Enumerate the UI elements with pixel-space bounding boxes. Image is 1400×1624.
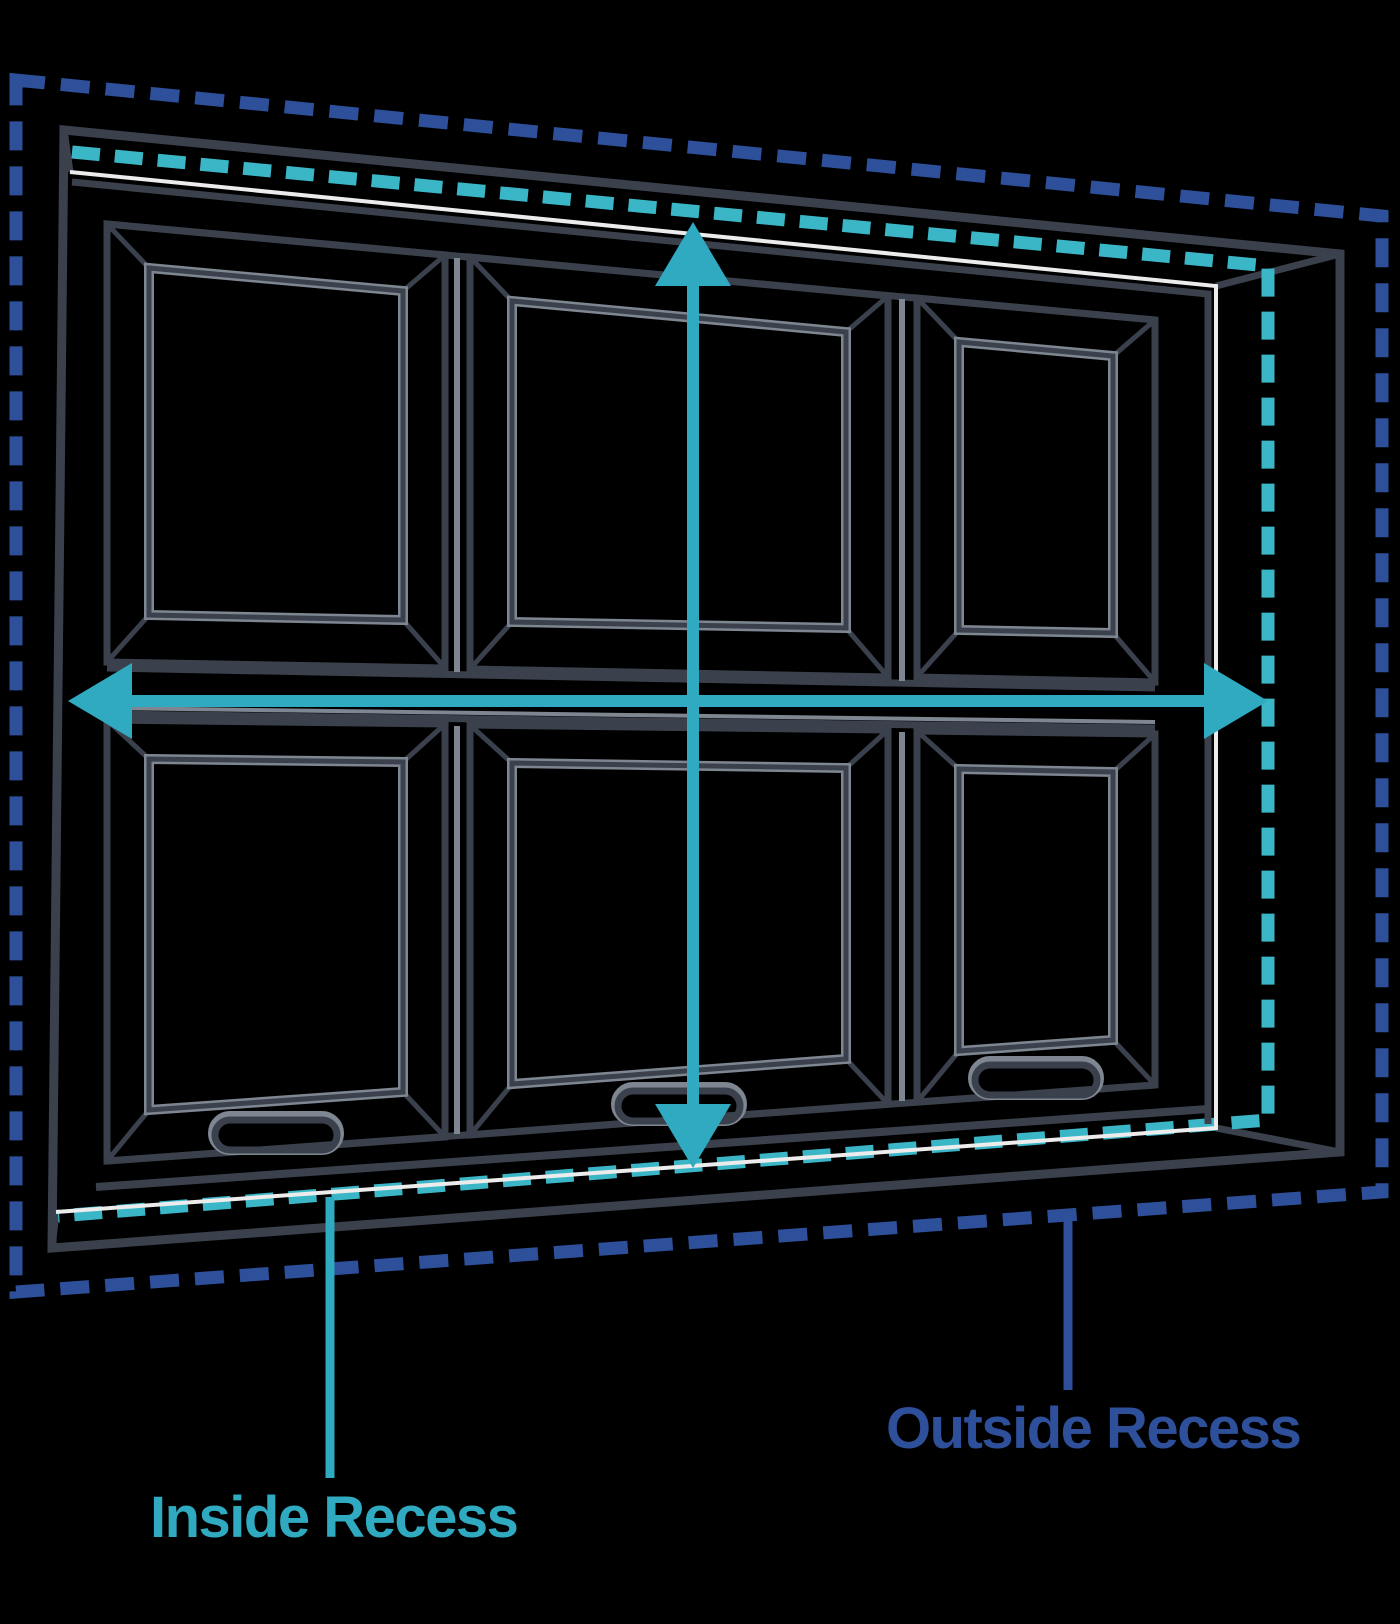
inside-recess-label: Inside Recess: [150, 1485, 517, 1550]
window-casement: [913, 294, 1159, 686]
outside-recess-label: Outside Recess: [886, 1396, 1300, 1461]
wall-opening-outline: [47, 125, 1345, 1253]
window-casement: [103, 716, 449, 1165]
outside-recess-dashed-outline: [9, 72, 1389, 1299]
window-casement: [913, 727, 1159, 1106]
window-casement: [466, 721, 892, 1139]
window-casement: [103, 220, 449, 672]
window-casement: [466, 253, 892, 681]
width-measure-arrow-icon: [68, 663, 1268, 739]
